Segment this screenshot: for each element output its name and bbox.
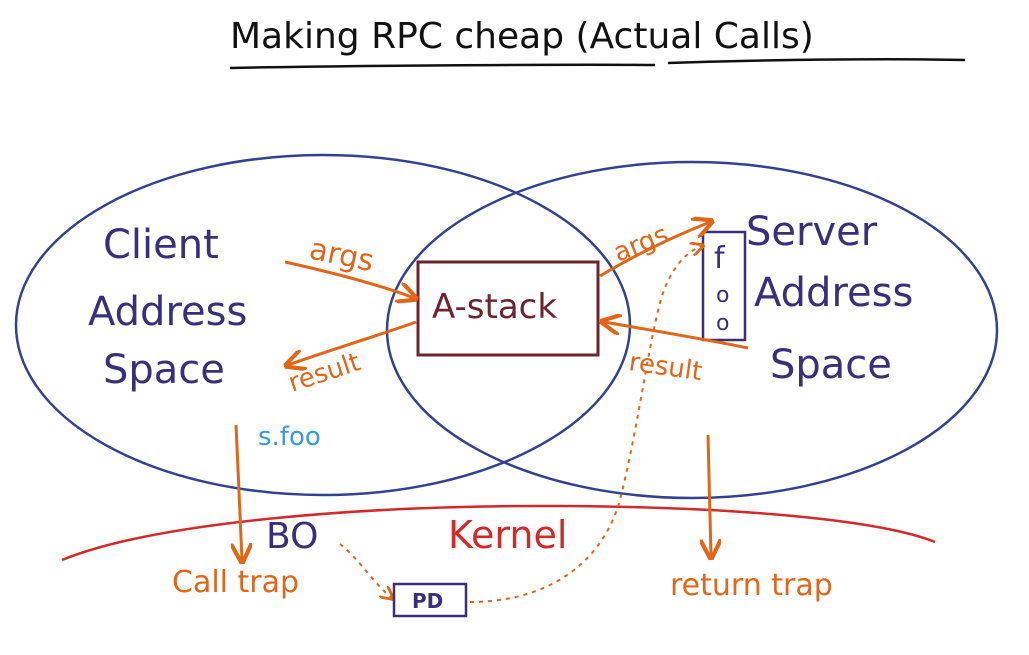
client-result-arrow — [288, 320, 417, 365]
bo-label: BO — [266, 516, 318, 557]
server-label-line2: Address — [754, 270, 913, 316]
server-label-line3: Space — [770, 342, 892, 388]
client-label-line3: Space — [103, 347, 225, 393]
return-down-arrow — [708, 434, 711, 556]
server-result-label: result — [627, 347, 704, 387]
server-result-arrow — [604, 322, 749, 350]
astack-label: A-stack — [432, 287, 557, 327]
stack-char-o1: o — [716, 283, 729, 308]
diagram-title: Making RPC cheap (Actual Calls) — [230, 16, 814, 57]
stack-char-o2: o — [716, 311, 729, 336]
pd-box — [392, 582, 468, 618]
pd-to-server-dotted-path — [469, 246, 702, 603]
kernel-label: Kernel — [448, 513, 567, 557]
client-args-label: args — [306, 232, 377, 280]
call-label: s.foo — [258, 422, 321, 452]
client-args-arrow — [284, 260, 414, 298]
stack-char-f: f — [714, 241, 726, 276]
call-down-arrow — [236, 424, 242, 560]
title-underline-2 — [667, 57, 966, 65]
bo-to-pd-dotted-arrow — [339, 543, 392, 598]
return-trap-label: return trap — [670, 568, 833, 603]
server-address-space-ellipse — [385, 160, 999, 500]
title-underline-1 — [229, 63, 656, 70]
server-stack-box — [701, 230, 747, 342]
call-trap-label: Call trap — [172, 565, 299, 600]
kernel-boundary — [61, 504, 936, 562]
client-label-line2: Address — [88, 289, 247, 335]
astack-box — [416, 260, 600, 357]
server-label-line1: Server — [746, 209, 878, 255]
server-args-arrow — [599, 222, 710, 278]
pd-label: PD — [412, 589, 443, 613]
client-label-line1: Client — [103, 222, 219, 268]
client-result-label: result — [285, 347, 364, 398]
server-args-label: args — [609, 220, 672, 269]
